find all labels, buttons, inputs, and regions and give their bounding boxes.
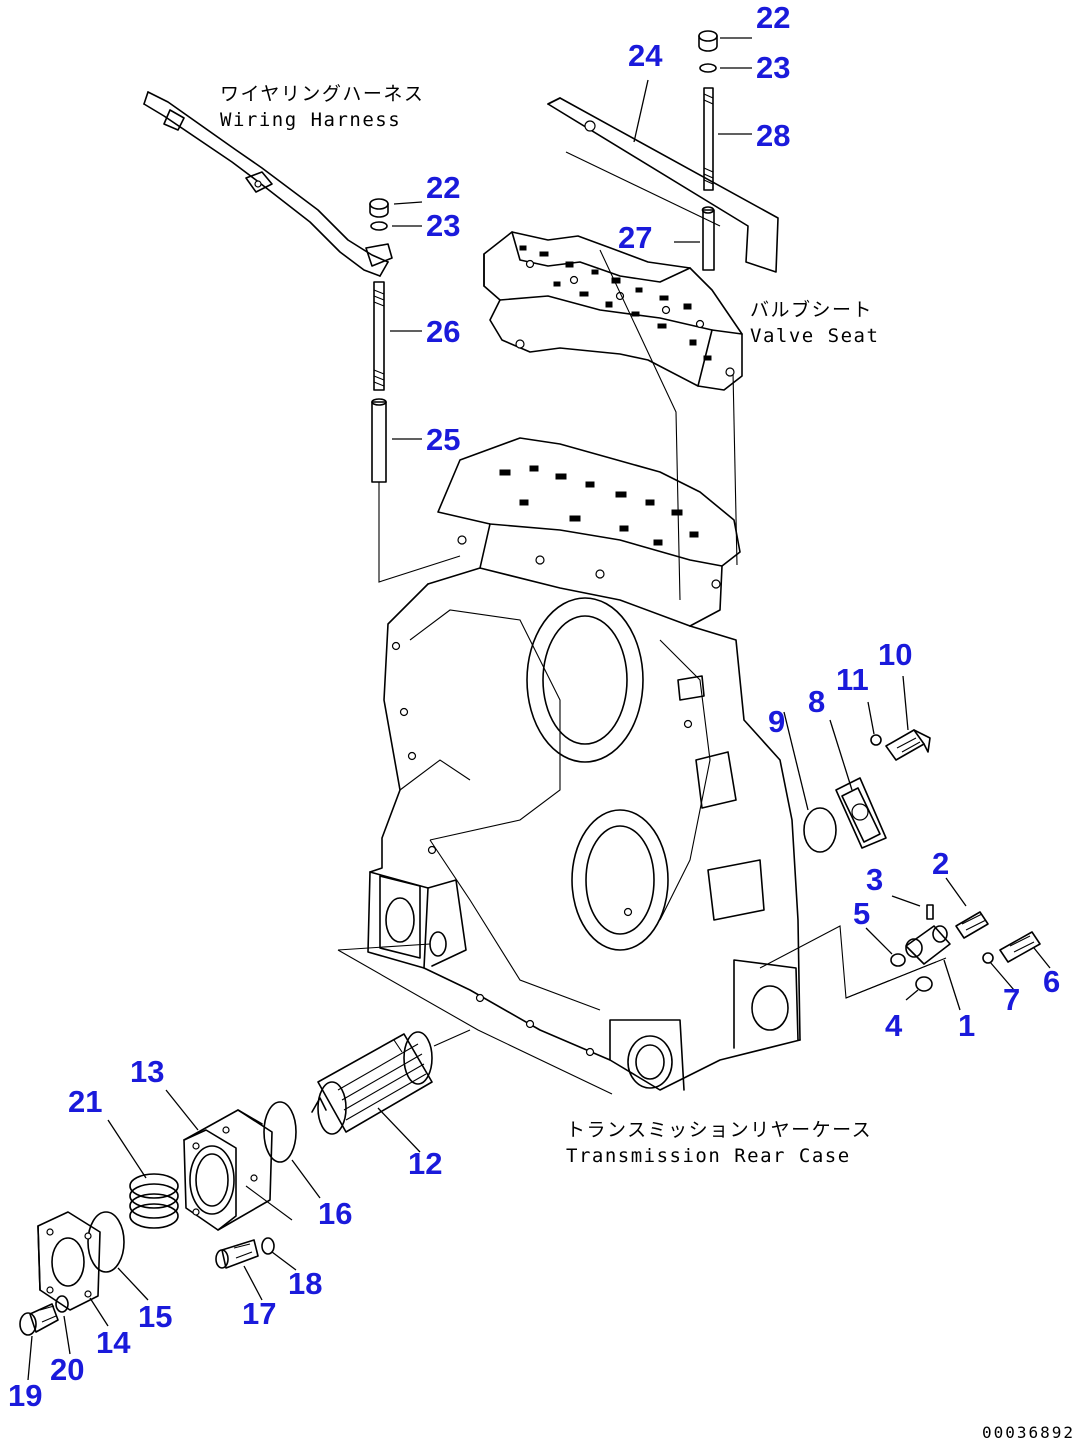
spring-21	[129, 1173, 179, 1199]
o-ring-16	[263, 1101, 297, 1163]
washer-18	[261, 1237, 275, 1255]
callout-1: 1	[958, 1008, 975, 1043]
callout-12: 12	[408, 1146, 442, 1181]
callout-5: 5	[853, 896, 870, 931]
o-ring-5	[890, 953, 906, 967]
part-labels: ワイヤリングハーネス Wiring Harness バルブシート Valve S…	[220, 83, 1075, 1442]
valve-seat-part	[483, 231, 743, 391]
o-ring-15	[87, 1211, 125, 1273]
callout-8: 8	[808, 684, 825, 719]
strainer-12	[317, 1033, 433, 1133]
callout-28: 28	[756, 118, 790, 153]
o-ring-9	[803, 807, 837, 853]
bolt-17	[221, 1239, 259, 1269]
sensor-assembly-parts	[759, 904, 1041, 999]
leader-lines	[27, 37, 1051, 1381]
bolt-6	[999, 931, 1041, 963]
callout-3: 3	[866, 862, 883, 897]
callout-22-right: 22	[756, 0, 790, 35]
callout-2: 2	[932, 846, 949, 881]
pin-stack-left	[369, 198, 461, 583]
callout-17: 17	[242, 1296, 276, 1331]
side-cover-parts	[803, 729, 931, 853]
label-wiring-harness-en: Wiring Harness	[220, 109, 401, 131]
label-rear-case-en: Transmission Rear Case	[566, 1145, 851, 1167]
washer-11	[870, 734, 882, 746]
label-valve-seat-jp: バルブシート	[750, 298, 873, 321]
callout-24: 24	[628, 38, 663, 73]
callout-26: 26	[426, 314, 460, 349]
guide-line-valve-seat	[599, 249, 681, 601]
callout-27: 27	[618, 220, 652, 255]
callout-23-right: 23	[756, 50, 790, 85]
callout-7: 7	[1003, 982, 1020, 1017]
wiring-harness-part	[143, 91, 393, 277]
callout-19: 19	[8, 1378, 42, 1413]
callout-numbers: 1 2 3 4 5 6 7 8 9 10 11 12 13 14 15 16 1…	[8, 0, 1060, 1413]
body-1	[905, 925, 951, 965]
callout-16: 16	[318, 1196, 352, 1231]
label-rear-case-jp: トランスミッションリヤーケース	[566, 1119, 872, 1141]
bracket-24	[547, 97, 779, 273]
callout-23-left: 23	[426, 208, 460, 243]
cover-plate-8	[835, 777, 887, 849]
callout-10: 10	[878, 637, 912, 672]
callout-11: 11	[836, 662, 869, 697]
callout-25: 25	[426, 422, 460, 457]
pin-3	[926, 904, 934, 920]
callout-21: 21	[68, 1084, 102, 1119]
callout-22-left: 22	[426, 170, 460, 205]
bolt-19	[29, 1303, 59, 1333]
washer-7	[982, 952, 994, 964]
transmission-rear-case-part	[367, 437, 801, 1091]
plug-2	[955, 911, 989, 939]
callout-9: 9	[768, 704, 785, 739]
strainer-assembly-parts	[19, 943, 613, 1336]
callout-4: 4	[885, 1008, 903, 1043]
callout-6: 6	[1043, 964, 1060, 999]
top-face-ports	[457, 465, 721, 589]
label-valve-seat-en: Valve Seat	[750, 325, 879, 347]
callout-20: 20	[50, 1352, 84, 1387]
drawing-code: 00036892	[982, 1423, 1075, 1442]
washer-20	[55, 1295, 69, 1313]
bolt-10	[885, 729, 925, 761]
callout-18: 18	[288, 1266, 322, 1301]
callout-13: 13	[130, 1054, 164, 1089]
callout-15: 15	[138, 1299, 172, 1334]
bushing-4	[915, 976, 933, 992]
callout-14: 14	[96, 1325, 131, 1360]
label-wiring-harness-jp: ワイヤリングハーネス	[220, 83, 424, 105]
